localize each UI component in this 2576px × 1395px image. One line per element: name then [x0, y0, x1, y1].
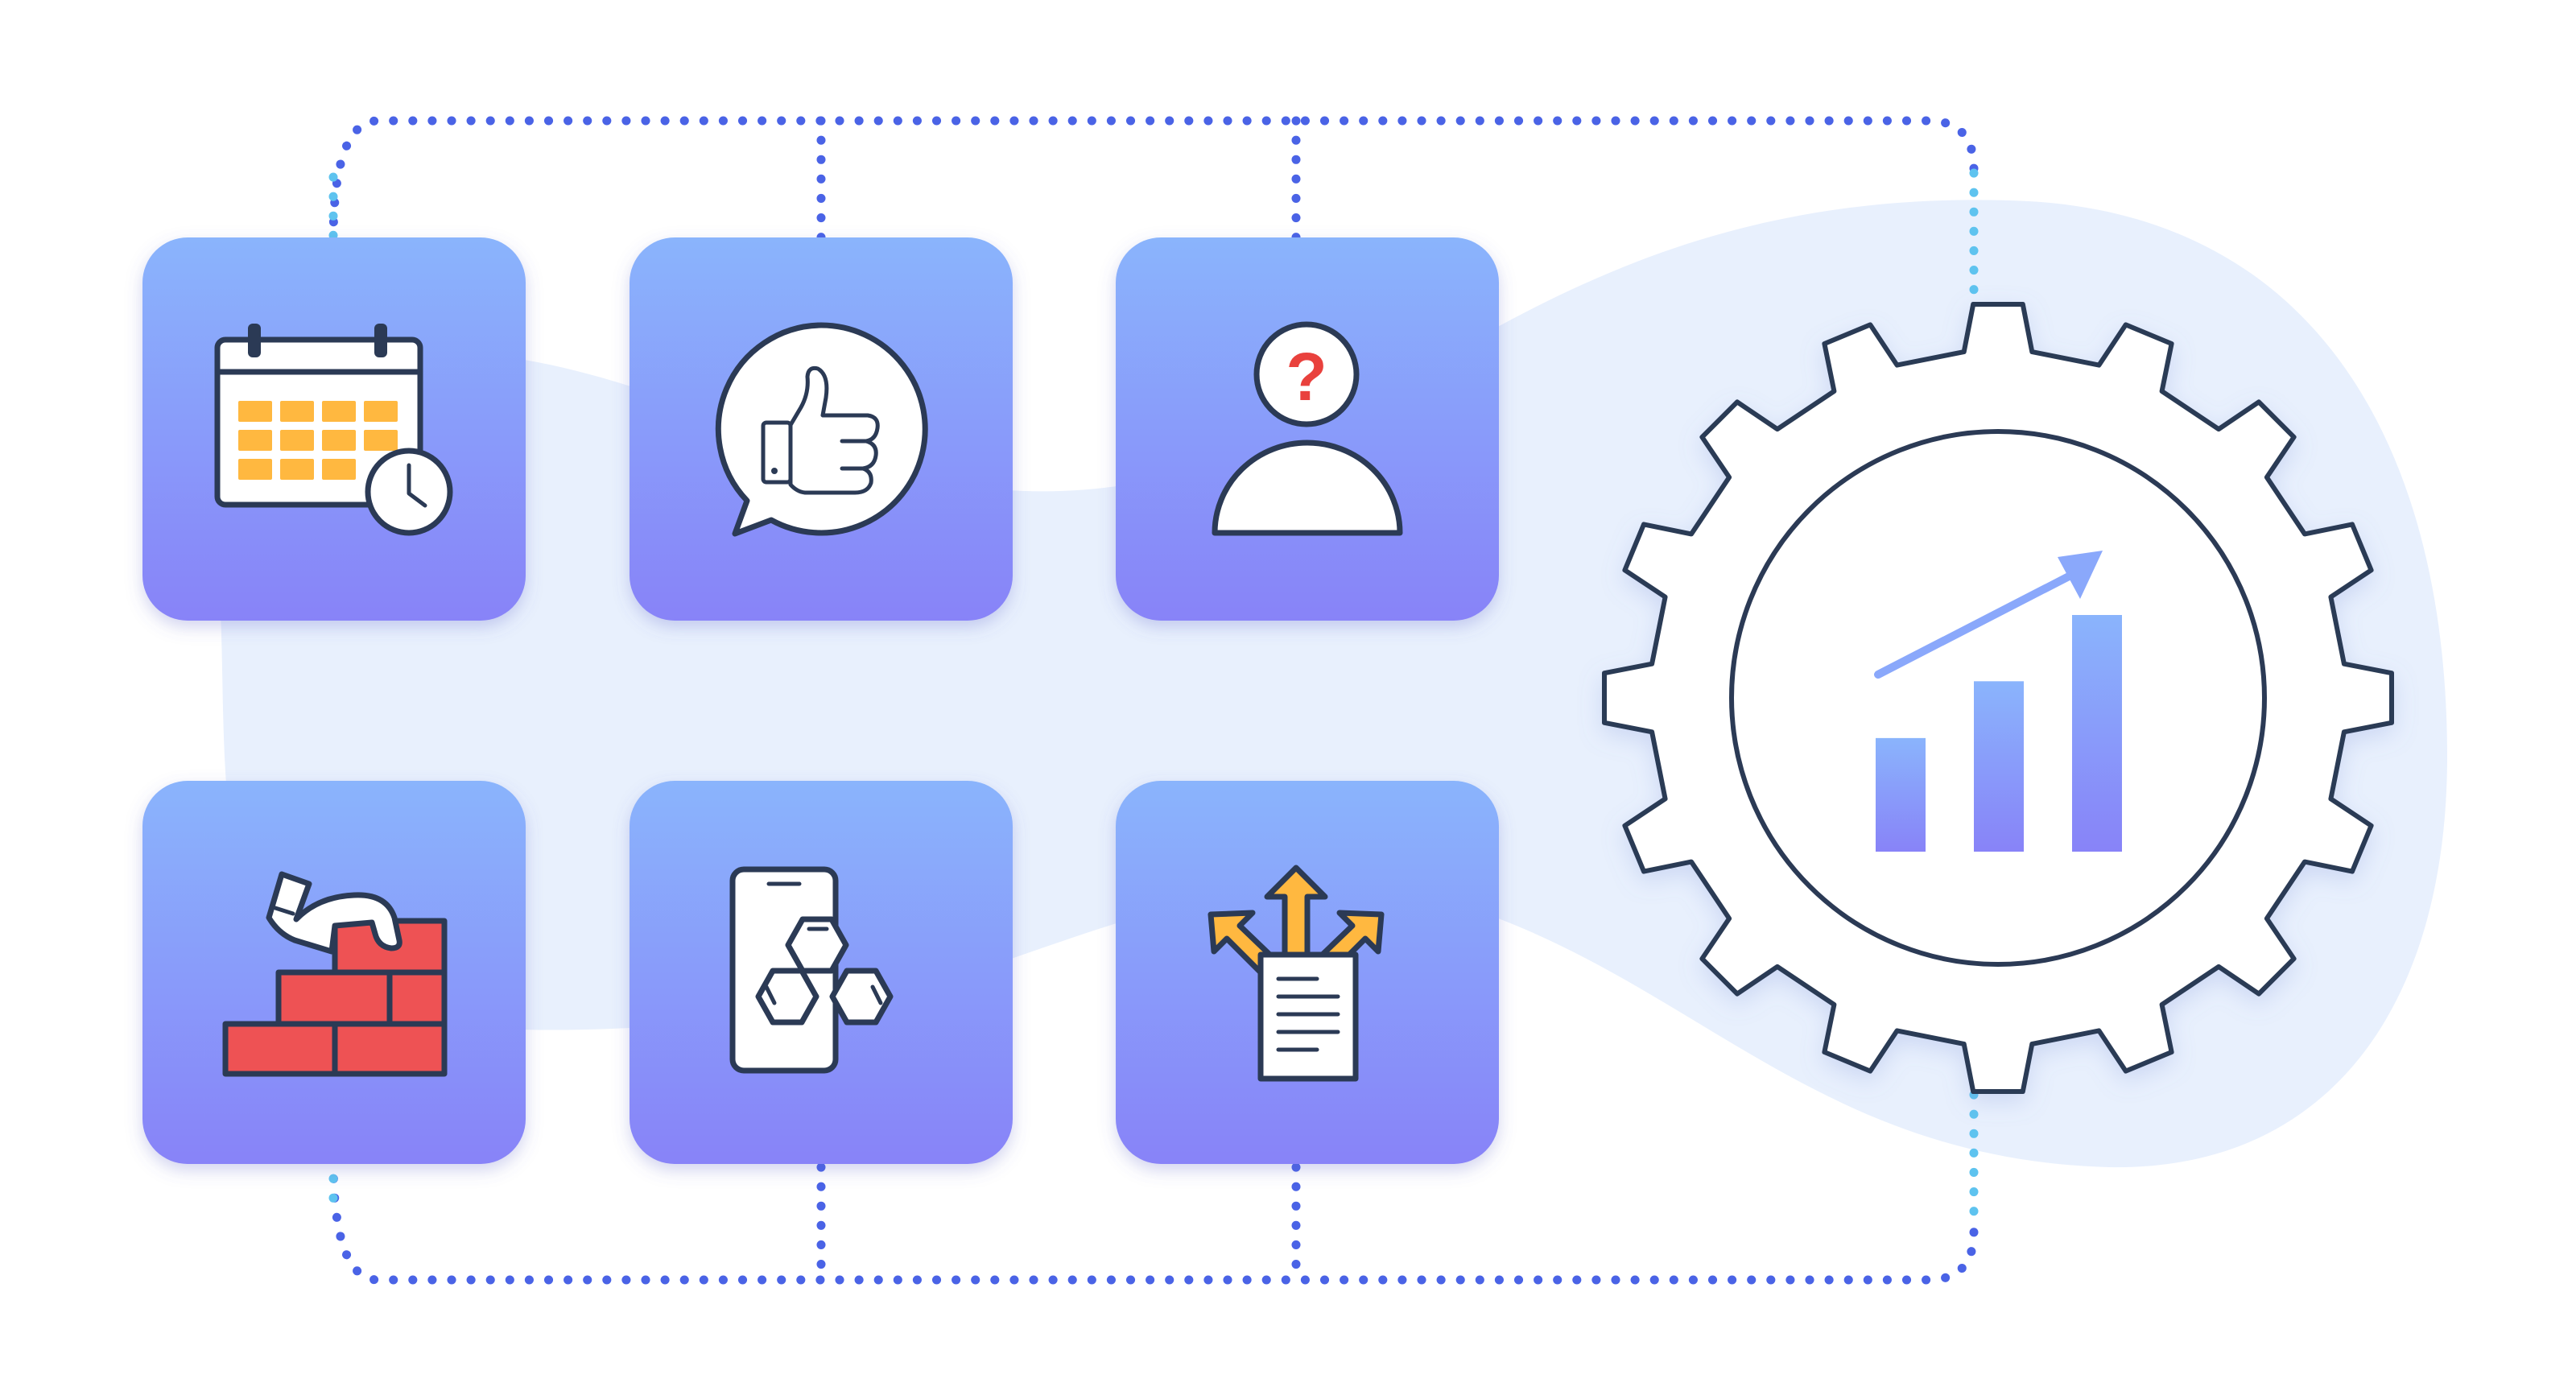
- card-question: [1116, 237, 1499, 621]
- connector-bottom: [328, 1154, 1979, 1285]
- smartphone-hexagons-icon: [729, 866, 894, 1074]
- gear-growth-chart-icon: [1602, 302, 2394, 1094]
- connector-top: [328, 116, 1979, 246]
- growth-bars: [1876, 615, 2122, 852]
- question-mark: ?: [1286, 339, 1327, 415]
- growth-bar-1: [1876, 737, 1926, 852]
- document-three-arrows-icon: [1208, 865, 1385, 1082]
- person-question-icon: ?: [1212, 321, 1403, 536]
- calendar-clock-icon: [214, 324, 453, 536]
- thumbs-up-speech-bubble-icon: [715, 322, 928, 537]
- growth-bar-3: [2072, 615, 2122, 852]
- hand-laying-brick-wall-icon: [222, 871, 448, 1077]
- growth-arrow: [1874, 551, 2103, 679]
- connector-lines: [328, 116, 1979, 1285]
- growth-bar-2: [1974, 681, 2024, 852]
